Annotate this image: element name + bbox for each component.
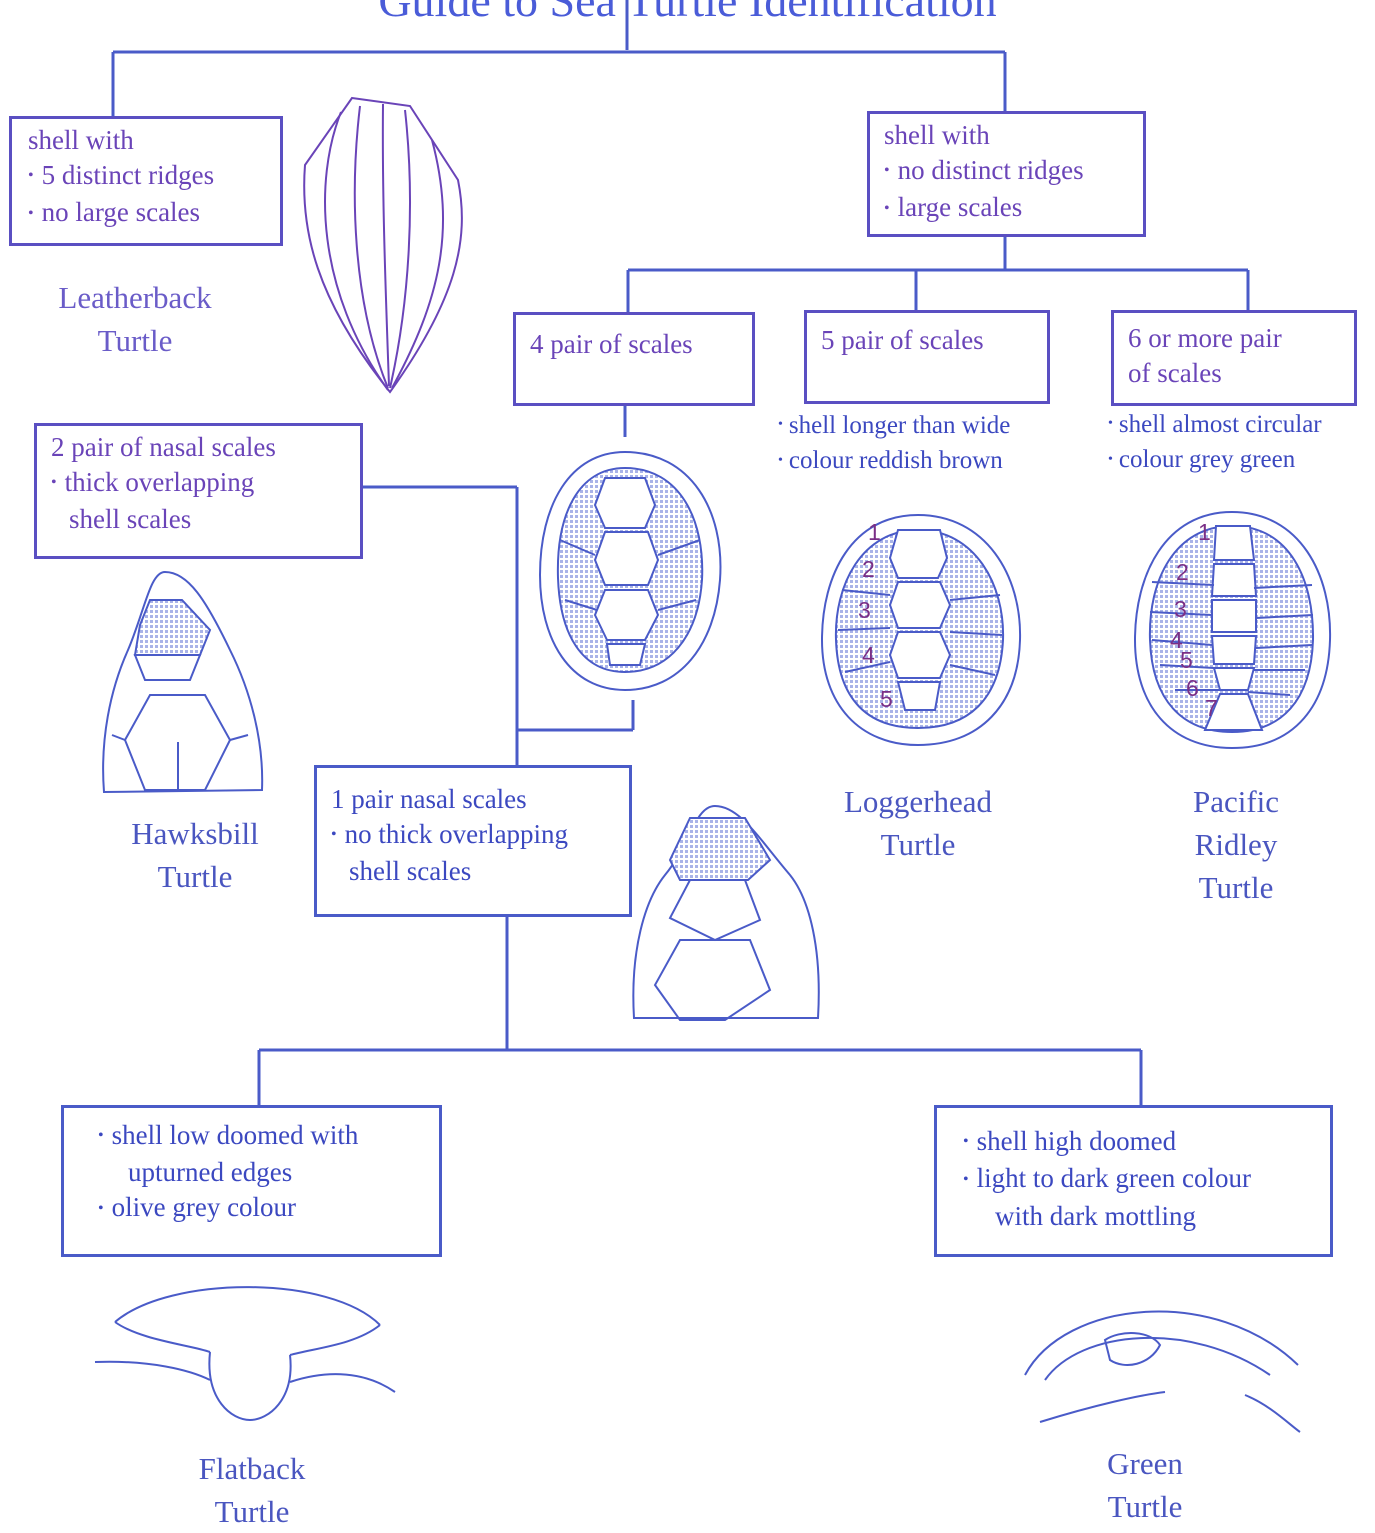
- ridley-carapace-drawing: [1135, 512, 1330, 748]
- box-line: olive grey colour: [98, 1190, 425, 1227]
- five-pair-scales-box: 5 pair of scales: [804, 310, 1050, 404]
- species-name-line: Pacific: [1136, 780, 1336, 823]
- species-name-line: Ridley: [1136, 823, 1336, 866]
- leatherback-shell-drawing: [304, 98, 462, 392]
- box-line: shell with: [28, 123, 266, 158]
- species-name-line: Hawksbill: [95, 812, 295, 855]
- species-pacific-ridley: Pacific Ridley Turtle: [1136, 780, 1336, 909]
- one-nasal-scales-box: 1 pair nasal scales no thick overlapping…: [314, 765, 632, 917]
- four-pair-carapace-drawing: [540, 452, 720, 690]
- green-turtle-drawing: [1025, 1311, 1300, 1432]
- box-line: shell scales: [51, 502, 346, 537]
- ridley-scale-1: 1: [1198, 519, 1211, 545]
- box-line: with dark mottling: [963, 1199, 1316, 1234]
- box-line: 6 or more pair: [1128, 321, 1340, 356]
- box-line: shell high doomed: [963, 1124, 1316, 1161]
- box-line: shell with: [884, 118, 1129, 153]
- box-line: 5 pair of scales: [821, 323, 1033, 358]
- box-line: no thick overlapping: [331, 817, 615, 854]
- species-name-line: Loggerhead: [808, 780, 1028, 823]
- ridley-notes: shell almost circular colour grey green: [1108, 408, 1322, 479]
- loggerhead-scale-2: 2: [862, 556, 875, 582]
- box-line: shell low doomed with: [98, 1118, 425, 1155]
- flatback-drawing: [95, 1287, 395, 1420]
- box-line: no distinct ridges: [884, 153, 1129, 190]
- box-line: no large scales: [28, 195, 266, 232]
- species-name-line: Leatherback: [20, 276, 250, 319]
- species-loggerhead: Loggerhead Turtle: [808, 780, 1028, 866]
- ridges-criteria-box: shell with 5 distinct ridges no large sc…: [9, 116, 283, 246]
- species-green: Green Turtle: [1045, 1442, 1245, 1528]
- species-name-line: Turtle: [152, 1490, 352, 1533]
- six-pair-scales-box: 6 or more pair of scales: [1111, 310, 1357, 406]
- low-domed-criteria-box: shell low doomed with upturned edges oli…: [61, 1105, 442, 1257]
- species-name-line: Turtle: [1136, 866, 1336, 909]
- species-name-line: Turtle: [95, 855, 295, 898]
- box-line: light to dark green colour: [963, 1161, 1316, 1198]
- box-line: 1 pair nasal scales: [331, 782, 615, 817]
- box-line: 2 pair of nasal scales: [51, 430, 346, 465]
- two-nasal-scales-box: 2 pair of nasal scales thick overlapping…: [34, 423, 363, 559]
- species-name-line: Turtle: [1045, 1485, 1245, 1528]
- one-nasal-head-drawing: [633, 806, 818, 1020]
- species-leatherback: Leatherback Turtle: [20, 276, 250, 362]
- loggerhead-notes: shell longer than wide colour reddish br…: [778, 409, 1010, 480]
- ridley-scale-5: 5: [1180, 647, 1193, 673]
- ridley-scale-2: 2: [1176, 559, 1189, 585]
- note-line: shell almost circular: [1108, 408, 1322, 443]
- ridley-scale-6: 6: [1186, 675, 1199, 701]
- ridley-scale-7: 7: [1205, 695, 1218, 721]
- box-line: 5 distinct ridges: [28, 158, 266, 195]
- box-line: upturned edges: [98, 1155, 425, 1190]
- box-line: large scales: [884, 190, 1129, 227]
- note-line: colour reddish brown: [778, 444, 1010, 479]
- species-name-line: Turtle: [808, 823, 1028, 866]
- box-line: thick overlapping: [51, 465, 346, 502]
- loggerhead-scale-5: 5: [880, 686, 893, 712]
- hawksbill-head-drawing: [103, 572, 262, 792]
- note-line: shell longer than wide: [778, 409, 1010, 444]
- species-flatback: Flatback Turtle: [152, 1447, 352, 1533]
- box-line: shell scales: [331, 854, 615, 889]
- species-name-line: Flatback: [152, 1447, 352, 1490]
- loggerhead-scale-4: 4: [862, 642, 875, 668]
- box-line: of scales: [1128, 356, 1340, 391]
- no-ridges-criteria-box: shell with no distinct ridges large scal…: [867, 111, 1146, 237]
- box-line: 4 pair of scales: [530, 327, 738, 362]
- ridley-scale-3: 3: [1174, 596, 1187, 622]
- high-domed-criteria-box: shell high doomed light to dark green co…: [934, 1105, 1333, 1257]
- loggerhead-scale-1: 1: [868, 519, 881, 545]
- loggerhead-scale-3: 3: [858, 597, 871, 623]
- species-name-line: Turtle: [20, 319, 250, 362]
- four-pair-scales-box: 4 pair of scales: [513, 312, 755, 406]
- loggerhead-carapace-drawing: [822, 515, 1020, 745]
- species-hawksbill: Hawksbill Turtle: [95, 812, 295, 898]
- species-name-line: Green: [1045, 1442, 1245, 1485]
- note-line: colour grey green: [1108, 443, 1322, 478]
